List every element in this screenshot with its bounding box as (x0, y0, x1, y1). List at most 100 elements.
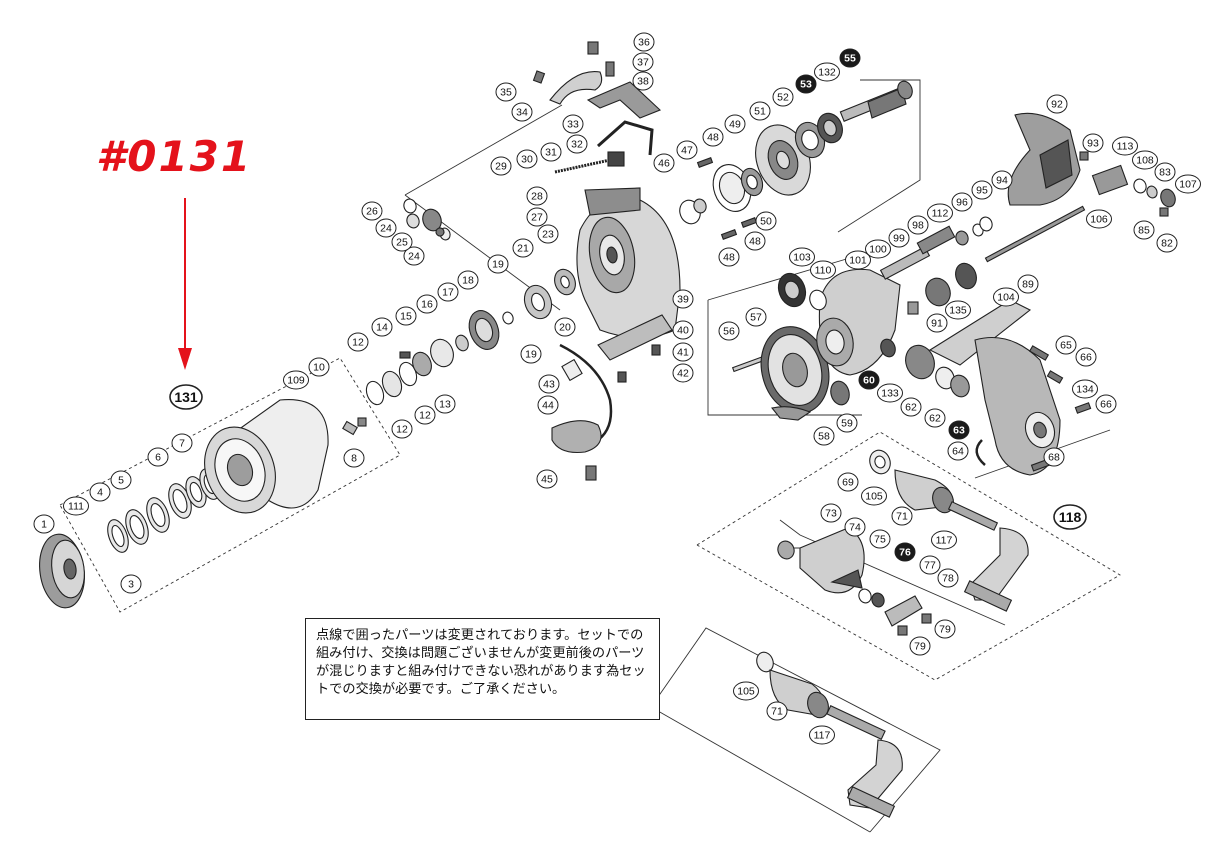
callout-label: 31 (545, 147, 557, 159)
callout-label: 6 (155, 452, 161, 464)
callout-8: 8 (343, 448, 365, 468)
callout-label: 52 (777, 92, 789, 104)
callout-label: 107 (1179, 179, 1197, 191)
callout-133: 133 (877, 383, 903, 403)
callout-label: 28 (531, 191, 543, 203)
callout-label: 89 (1022, 279, 1034, 291)
callout-46: 46 (653, 153, 675, 173)
callout-label: 83 (1159, 167, 1171, 179)
callout-label: 42 (677, 368, 689, 380)
callout-33: 33 (562, 114, 584, 134)
callout-52: 52 (772, 87, 794, 107)
callout-label: 75 (874, 534, 886, 546)
callout-label: 59 (841, 418, 853, 430)
callout-98: 98 (907, 215, 929, 235)
side-parts (1091, 164, 1176, 217)
callout-38: 38 (632, 71, 654, 91)
callout-label: 91 (931, 318, 943, 330)
callout-15: 15 (395, 306, 417, 326)
callout-71: 71 (891, 506, 913, 526)
callout-43: 43 (538, 374, 560, 394)
callout-65: 65 (1055, 335, 1077, 355)
callout-93: 93 (1082, 133, 1104, 153)
callout-label: 29 (495, 161, 507, 173)
callout-16: 16 (416, 294, 438, 314)
callout-44: 44 (537, 395, 559, 415)
callout-132: 132 (814, 62, 840, 82)
callout-label: 110 (815, 265, 832, 277)
callout-39: 39 (672, 289, 694, 309)
callout-label: 93 (1087, 138, 1099, 150)
callout-label: 135 (949, 305, 967, 317)
callout-label: 113 (1117, 141, 1134, 153)
callout-label: 106 (1090, 214, 1108, 226)
handle-set-118 (869, 449, 1029, 612)
callout-label: 37 (637, 57, 649, 69)
callout-label: 16 (421, 299, 433, 311)
callout-label: 41 (677, 347, 689, 359)
callout-28: 28 (526, 186, 548, 206)
callout-36: 36 (633, 32, 655, 52)
callout-110: 110 (810, 260, 836, 280)
callout-label: 58 (818, 431, 830, 443)
callout-48: 48 (744, 231, 766, 251)
callout-95: 95 (971, 180, 993, 200)
callout-117: 117 (931, 530, 957, 550)
callout-label: 24 (380, 223, 392, 235)
callout-label: 24 (408, 251, 420, 263)
callout-label: 57 (750, 312, 762, 324)
callout-label: 47 (681, 145, 693, 157)
callout-label: 3 (128, 579, 134, 591)
callout-label: 39 (677, 294, 689, 306)
callout-label: 18 (462, 275, 474, 287)
callout-50: 50 (755, 211, 777, 231)
callout-76: 76 (894, 542, 916, 562)
callout-label: 45 (541, 474, 553, 486)
callout-label: 14 (376, 322, 388, 334)
callout-label: 32 (571, 139, 583, 151)
callout-19: 19 (487, 254, 509, 274)
callout-label: 30 (521, 154, 533, 166)
callout-label: 20 (559, 322, 571, 334)
callout-32: 32 (566, 134, 588, 154)
callout-label: 108 (1136, 155, 1154, 167)
notice-box: 点線で囲ったパーツは変更されております。セットでの組み付け、交換は問題ございませ… (305, 618, 660, 720)
spool (204, 399, 329, 514)
callout-label: 82 (1161, 238, 1173, 250)
callout-label: 36 (638, 37, 650, 49)
callout-71: 71 (766, 701, 788, 721)
callout-label: 50 (760, 216, 772, 228)
callout-7: 7 (171, 433, 193, 453)
callout-label: 96 (956, 197, 968, 209)
callout-78: 78 (937, 568, 959, 588)
callout-48: 48 (702, 127, 724, 147)
callout-label: 10 (313, 362, 325, 374)
callout-label: 38 (637, 76, 649, 88)
callout-12: 12 (414, 405, 436, 425)
callout-45: 45 (536, 469, 558, 489)
callout-label: 66 (1080, 352, 1092, 364)
callout-31: 31 (540, 142, 562, 162)
rotor (576, 187, 681, 338)
callout-label: 105 (865, 491, 883, 503)
callout-label: 62 (905, 402, 917, 414)
washer-19 (502, 311, 514, 325)
callout-21: 21 (512, 238, 534, 258)
callout-59: 59 (836, 413, 858, 433)
callout-100: 100 (865, 239, 891, 259)
callout-label: 8 (351, 453, 357, 465)
callout-layer: 1345678101091111311212121314151617181919… (33, 32, 1201, 745)
callout-label: 105 (737, 686, 755, 698)
callout-66: 66 (1095, 394, 1117, 414)
callout-label: 1 (41, 519, 47, 531)
callout-label: 25 (396, 237, 408, 249)
bail-screws (587, 41, 615, 77)
guide-line (696, 431, 1121, 681)
callout-label: 56 (723, 326, 735, 338)
callout-label: 117 (814, 730, 831, 742)
callout-131: 131 (169, 384, 203, 410)
callout-label: 60 (863, 375, 875, 387)
callout-62: 62 (924, 408, 946, 428)
callout-label: 12 (396, 424, 408, 436)
guide-line (59, 357, 401, 613)
